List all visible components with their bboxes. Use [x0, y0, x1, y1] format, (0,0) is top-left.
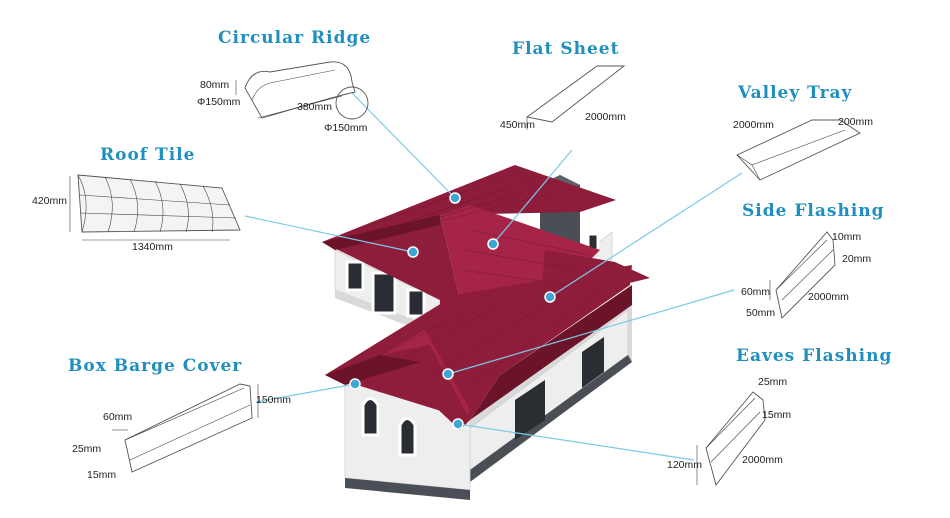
- callout-dot: [442, 368, 454, 380]
- house-window: [361, 397, 380, 437]
- side-flashing-title: Side Flashing: [742, 201, 885, 221]
- flat-sheet-width: 450mm: [500, 119, 535, 131]
- box-barge-cover-bottom: 15mm: [87, 469, 116, 481]
- side-flashing-top: 10mm: [832, 231, 861, 243]
- product-side-flashing: Side Flashing 10mm 20mm 60mm 2000mm 50mm: [741, 201, 885, 319]
- callout-dot: [544, 291, 556, 303]
- callout-dots: [349, 192, 556, 430]
- callout-dot: [407, 246, 419, 258]
- house-window: [398, 417, 417, 457]
- roof-back-main: [322, 165, 616, 300]
- side-flashing-drawing: [775, 231, 836, 319]
- callout-roof-tile: [244, 215, 414, 253]
- callout-eaves-flashing: [457, 423, 695, 461]
- eaves-flashing-top: 25mm: [758, 376, 787, 388]
- circular-ridge-drawing: [244, 61, 356, 119]
- eaves-flashing-height: 120mm: [667, 459, 702, 471]
- house-window: [345, 260, 365, 292]
- callout-dot: [349, 378, 361, 390]
- callout-valley-tray: [549, 172, 743, 298]
- box-barge-cover-top: 60mm: [103, 411, 132, 423]
- valley-tray-width: 200mm: [838, 116, 873, 128]
- roof-front-wing: [325, 265, 632, 420]
- product-box-barge-cover: Box Barge Cover 150mm 60mm 25mm 15mm: [68, 356, 291, 481]
- side-flashing-length: 2000mm: [808, 291, 849, 303]
- callout-flat-sheet: [492, 149, 573, 245]
- eaves-flashing-mid: 15mm: [762, 409, 791, 421]
- callout-dot: [487, 238, 499, 250]
- eaves-flashing-title: Eaves Flashing: [736, 346, 892, 366]
- circular-ridge-title: Circular Ridge: [218, 28, 371, 48]
- product-roof-tile: Roof Tile 420mm 1340mm: [32, 145, 241, 253]
- house-window: [406, 288, 426, 318]
- product-flat-sheet: Flat Sheet 2000mm 450mm: [500, 39, 626, 131]
- callout-side-flashing: [447, 289, 735, 375]
- callout-box-barge-cover: [255, 383, 356, 403]
- circular-ridge-length: 380mm: [297, 101, 332, 113]
- house-door: [371, 271, 397, 315]
- flat-sheet-drawing: [525, 65, 626, 123]
- valley-tray-length: 2000mm: [733, 119, 774, 131]
- side-flashing-height: 60mm: [741, 286, 770, 298]
- side-flashing-base: 50mm: [746, 307, 775, 319]
- valley-tray-title: Valley Tray: [737, 83, 853, 103]
- box-barge-cover-title: Box Barge Cover: [68, 356, 242, 376]
- house-illustration: [322, 165, 650, 500]
- valley-tray-drawing: [736, 119, 861, 181]
- roof-tile-title: Roof Tile: [100, 145, 195, 165]
- callout-lines: [244, 92, 743, 461]
- product-valley-tray: Valley Tray 2000mm 200mm: [733, 83, 873, 181]
- circular-ridge-height: 80mm: [200, 79, 229, 91]
- callout-dot: [449, 192, 461, 204]
- box-barge-cover-mid: 25mm: [72, 443, 101, 455]
- circular-ridge-section: [335, 86, 369, 120]
- roof-tile-width: 1340mm: [132, 241, 173, 253]
- side-flashing-side: 20mm: [842, 253, 871, 265]
- product-circular-ridge: Circular Ridge 80mm Φ150mm 380mm Φ150mm: [197, 28, 371, 134]
- callout-circular-ridge: [351, 92, 456, 199]
- eaves-flashing-length: 2000mm: [742, 454, 783, 466]
- roof-tile-drawing: [77, 174, 241, 233]
- eaves-flashing-drawing: [705, 391, 766, 487]
- roof-tile-height: 420mm: [32, 195, 67, 207]
- box-barge-cover-height: 150mm: [256, 394, 291, 406]
- circular-ridge-dia: Φ150mm: [197, 96, 241, 108]
- flat-sheet-title: Flat Sheet: [512, 39, 619, 59]
- flat-sheet-length: 2000mm: [585, 111, 626, 123]
- circular-ridge-section-dia: Φ150mm: [324, 122, 368, 134]
- product-eaves-flashing: Eaves Flashing 25mm 15mm 120mm 2000mm: [667, 346, 892, 487]
- callout-dot: [452, 418, 464, 430]
- box-barge-cover-drawing: [124, 383, 253, 473]
